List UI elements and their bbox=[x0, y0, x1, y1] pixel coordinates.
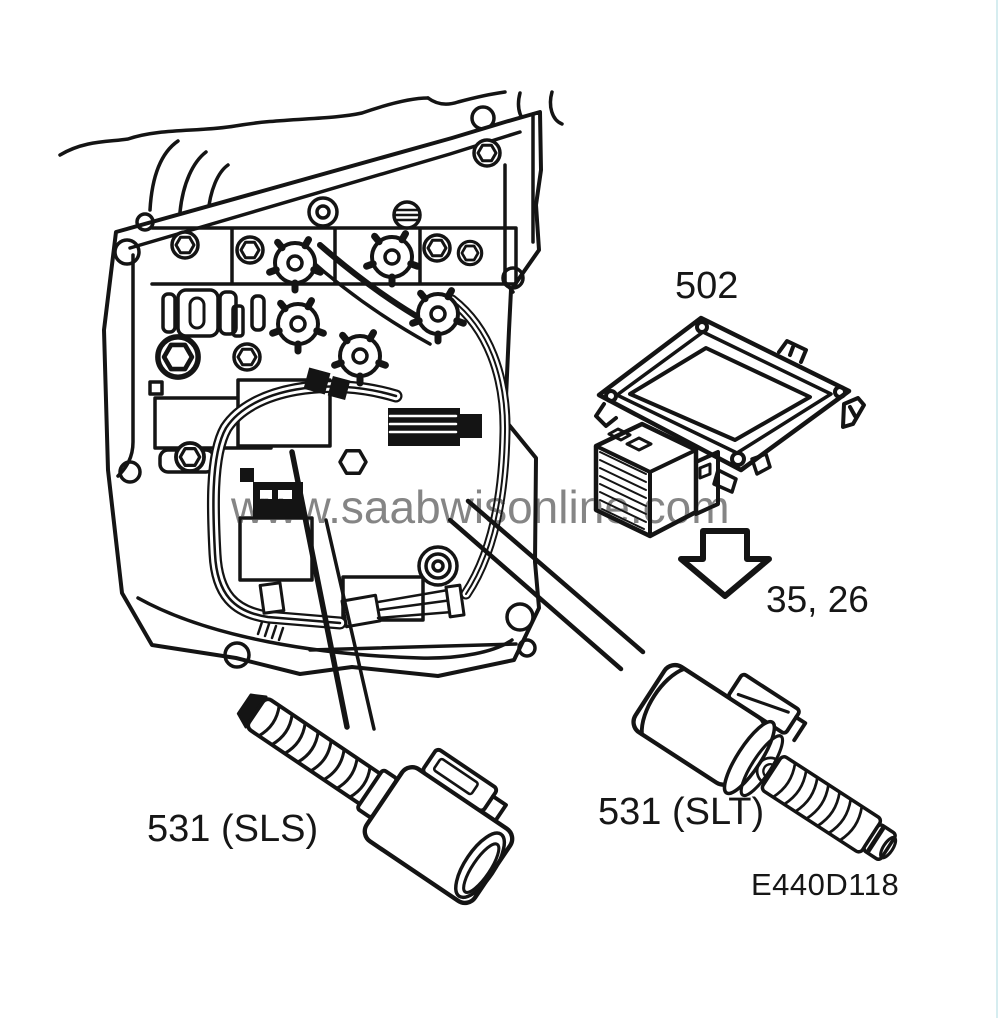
watermark: www.saabwisonline.com bbox=[231, 481, 730, 533]
harness-connector bbox=[340, 593, 382, 629]
hex-standoff bbox=[338, 448, 368, 476]
callout-35-26: 35, 26 bbox=[766, 579, 869, 620]
solenoid-bottom-rings bbox=[417, 545, 459, 587]
page-edge-line bbox=[996, 0, 998, 1018]
valve-plate-lower bbox=[238, 516, 314, 582]
bolt-holes bbox=[113, 196, 537, 669]
valve-body-drawing bbox=[58, 90, 564, 678]
screw-head bbox=[392, 200, 422, 230]
solenoid-sls-drawing bbox=[236, 693, 515, 906]
callout-531-slt: 531 (SLT) bbox=[598, 791, 765, 833]
down-arrow-icon bbox=[678, 528, 772, 599]
solenoid-slt-drawing bbox=[631, 662, 898, 861]
solenoid-connectors-in-body bbox=[240, 367, 482, 518]
leader-sls-2 bbox=[324, 518, 376, 731]
leader-slt-2 bbox=[447, 517, 624, 672]
leader-slt-1 bbox=[465, 498, 646, 655]
callout-531-sls: 531 (SLS) bbox=[147, 808, 319, 850]
leader-lines bbox=[289, 449, 646, 731]
leader-sls-1 bbox=[289, 449, 350, 730]
torn-case-edge bbox=[58, 90, 564, 216]
harness-connector-small bbox=[258, 581, 286, 615]
callout-502: 502 bbox=[675, 265, 739, 307]
control-module-502-drawing bbox=[593, 315, 866, 539]
figure-code: E440D118 bbox=[751, 867, 900, 902]
module-connector bbox=[593, 421, 720, 539]
